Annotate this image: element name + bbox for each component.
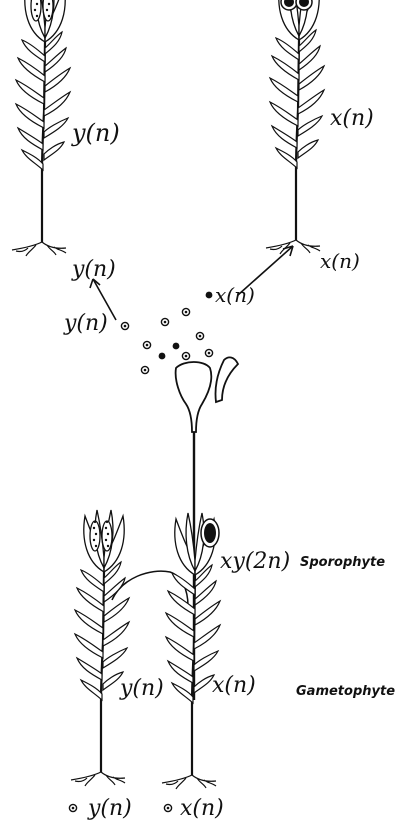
label-bottom-spore-right: x(n) [180, 796, 224, 821]
label-top-left-plant: y(n) [71, 119, 120, 147]
label-bottom-spore-left: y(n) [87, 796, 132, 821]
label-top-right-root: x(n) [320, 249, 360, 273]
label-spore-left: y(n) [63, 311, 108, 336]
label-spore-right: x(n) [215, 283, 255, 307]
moss-plant-icon [162, 513, 220, 789]
label-gametophyte: Gametophyte [296, 684, 395, 699]
label-top-left-root: y(n) [71, 257, 116, 282]
label-top-right-plant: x(n) [330, 106, 374, 131]
moss-plant-icon [12, 0, 70, 256]
label-bottom-right-plant: x(n) [212, 673, 256, 698]
capsule-icon [176, 357, 238, 432]
label-sporophyte: Sporophyte [300, 555, 385, 570]
spore-icon [121, 292, 212, 374]
label-sporophyte-formula: xy(2n) [220, 549, 290, 574]
label-bottom-left-plant: y(n) [119, 676, 164, 701]
moss-plant-icon [71, 510, 129, 786]
moss-plant-icon [266, 0, 324, 254]
